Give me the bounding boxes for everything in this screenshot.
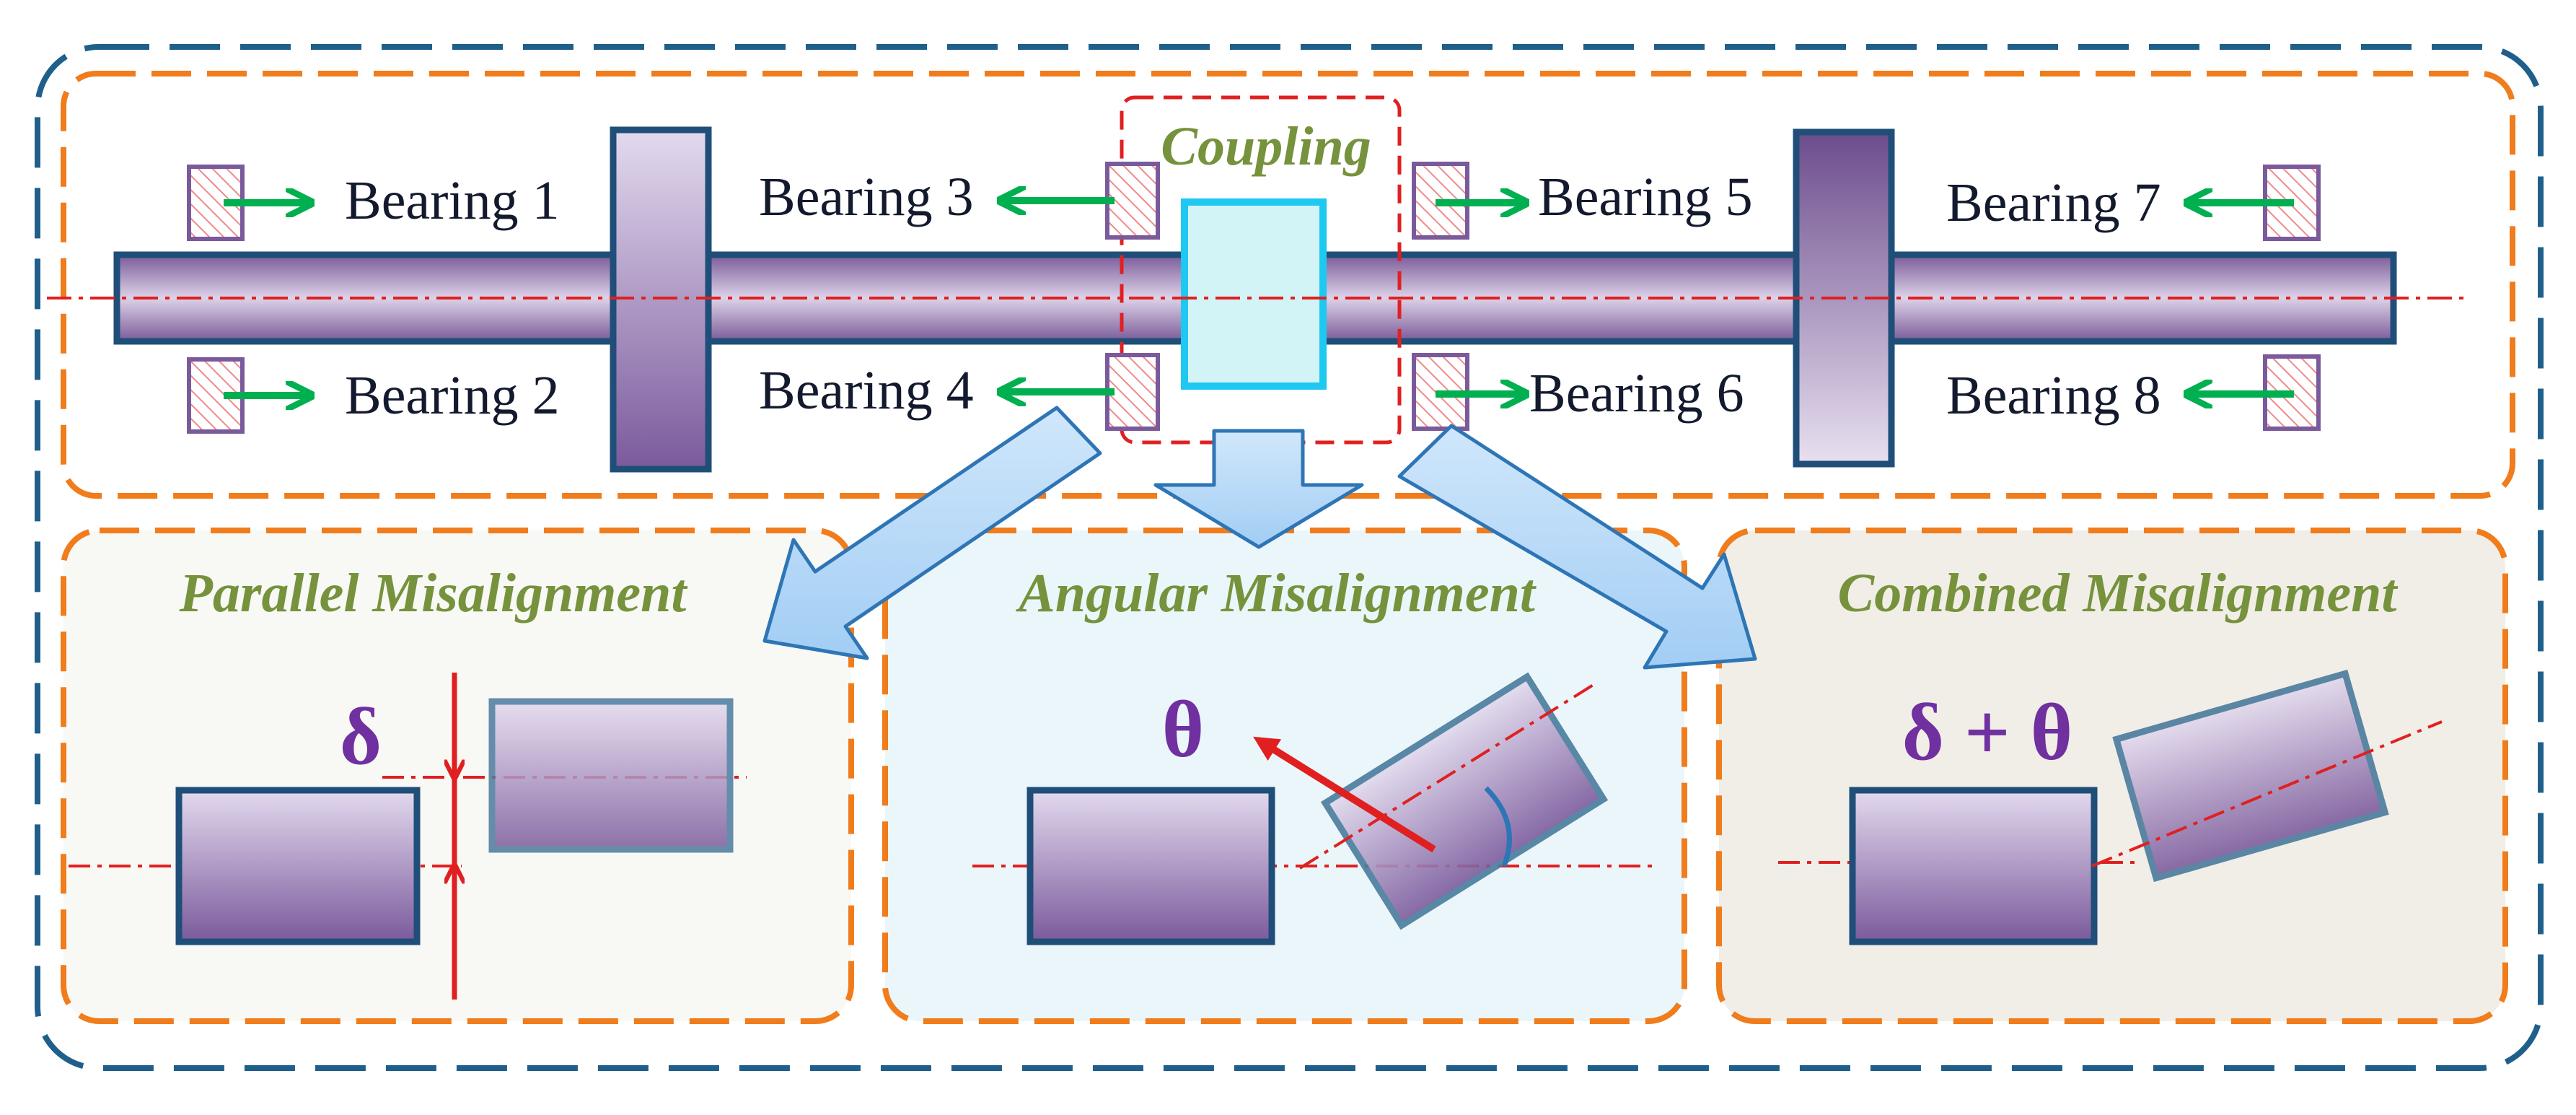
bearing-4-symbol [1105,353,1160,431]
angular-tilted-centerline [1298,681,1599,870]
angle-arc [1484,786,1512,867]
bearing-2-label: Bearing 2 [345,365,560,426]
parallel-title: Parallel Misalignment [178,563,688,624]
parallel-symbol: δ [340,692,382,782]
coupling-block [1181,198,1327,390]
angular-left-block [1027,787,1275,945]
bearing-icon [1105,353,1160,431]
block-arrow-icon [1153,429,1364,549]
combined-title: Combined Misalignment [1838,563,2399,624]
parallel-right-block [488,698,734,853]
bearing-5-label: Bearing 5 [1538,167,1753,227]
angular-pointer-arrow [1253,736,1436,853]
parallel-left-block [175,787,421,945]
coupling-label: Coupling [1161,116,1371,177]
bearing-8-label: Bearing 8 [1946,365,2161,426]
outer-frame [35,44,2544,1071]
angular-symbol: θ [1162,685,1204,774]
bearing-4-label: Bearing 4 [759,360,974,421]
block-arrow-icon [1397,424,1757,670]
combined-tilted-centerline [2091,720,2443,867]
bearing-3-label: Bearing 3 [759,167,974,227]
bearing-6-label: Bearing 6 [1529,363,1744,424]
bearing-3-symbol [1105,162,1160,240]
bearing-1-label: Bearing 1 [345,170,560,231]
combined-symbol: δ + θ [1902,688,2072,777]
angular-tilted-block [1320,672,1609,930]
angular-title: Angular Misalignment [1016,563,1537,624]
bearing-7-label: Bearing 7 [1946,172,2161,233]
bearing-icon [1105,162,1160,240]
block-arrow-icon [762,406,1102,660]
combined-left-block [1849,787,2098,945]
